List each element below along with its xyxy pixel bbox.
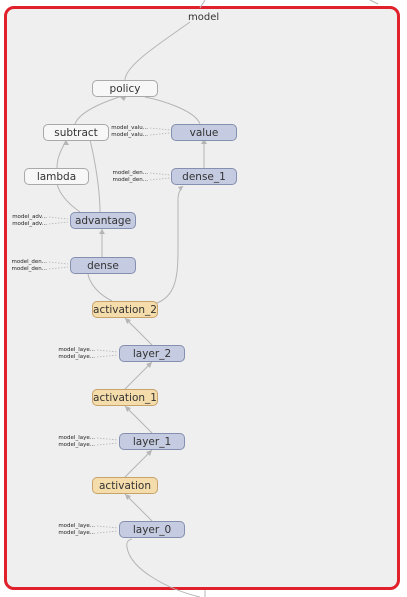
aux-dense-1-inputs: model_den... model_den... [100,170,148,184]
node-dense-1[interactable]: dense_1 [171,168,237,185]
edge-layer0-act [124,493,153,522]
node-lambda[interactable]: lambda [24,168,89,185]
graph-title: model [188,12,220,23]
aux-label: model_adv... [12,221,47,227]
edge-act2-dense1 [149,185,184,306]
node-activation[interactable]: activation [92,477,158,494]
edge-policy-output [124,21,191,81]
edge-input-layer0 [126,538,201,597]
node-policy[interactable]: policy [92,80,158,97]
edge-act2-dense [87,273,113,302]
node-advantage[interactable]: advantage [70,212,136,229]
aux-value-inputs: model_valu... model_valu... [100,125,148,139]
aux-dense-inputs: model_den... model_den... [0,259,47,273]
node-activation-label: activation [98,479,151,492]
aux-label: model_valu... [111,125,148,131]
model-scope-frame [4,6,400,590]
node-layer-1-label: layer_1 [132,435,172,448]
node-value-label: value [189,126,219,139]
edge-layer2-act2 [124,317,153,346]
aux-label: model_valu... [111,132,148,138]
node-dense[interactable]: dense [70,257,136,274]
node-activation-1-label: activation_1 [93,391,157,404]
node-activation-1[interactable]: activation_1 [92,389,158,406]
edge-advantage-lambda [56,183,81,213]
node-layer-0-label: layer_0 [132,523,172,536]
aux-label: model_den... [11,259,47,265]
aux-label: model_laye... [58,523,95,529]
edge-value-policy [144,96,201,125]
aux-layer-2-inputs: model_laye... model_laye... [46,347,95,361]
node-dense-1-label: dense_1 [182,170,226,183]
node-advantage-label: advantage [74,214,132,227]
edge-layer1-act1 [124,405,153,434]
aux-layer-0-inputs: model_laye... model_laye... [46,523,95,537]
node-subtract-label: subtract [54,126,98,139]
aux-label: model_laye... [58,442,95,448]
aux-layer-1-inputs: model_laye... model_laye... [46,435,95,449]
node-layer-2-label: layer_2 [132,347,172,360]
aux-label: model_den... [11,266,47,272]
node-lambda-label: lambda [36,170,77,183]
aux-label: model_laye... [58,354,95,360]
node-value[interactable]: value [171,124,237,141]
node-policy-label: policy [109,82,141,95]
edge-act1-layer2 [124,361,153,390]
node-activation-2[interactable]: activation_2 [92,301,158,318]
aux-label: model_laye... [58,347,95,353]
aux-label: model_adv... [12,214,47,220]
aux-label: model_den... [112,177,148,183]
edge-act-layer1 [124,449,153,478]
edge-subtract-policy [74,95,123,125]
aux-advantage-inputs: model_adv... model_adv... [0,214,47,228]
aux-label: model_laye... [58,530,95,536]
edge-advantage-subtract [89,139,101,213]
aux-label: model_den... [112,170,148,176]
node-layer-2[interactable]: layer_2 [119,345,185,362]
node-activation-2-label: activation_2 [93,303,157,316]
node-dense-label: dense [87,259,119,272]
node-layer-0[interactable]: layer_0 [119,521,185,538]
node-subtract[interactable]: subtract [43,124,109,141]
node-layer-1[interactable]: layer_1 [119,433,185,450]
aux-label: model_laye... [58,435,95,441]
